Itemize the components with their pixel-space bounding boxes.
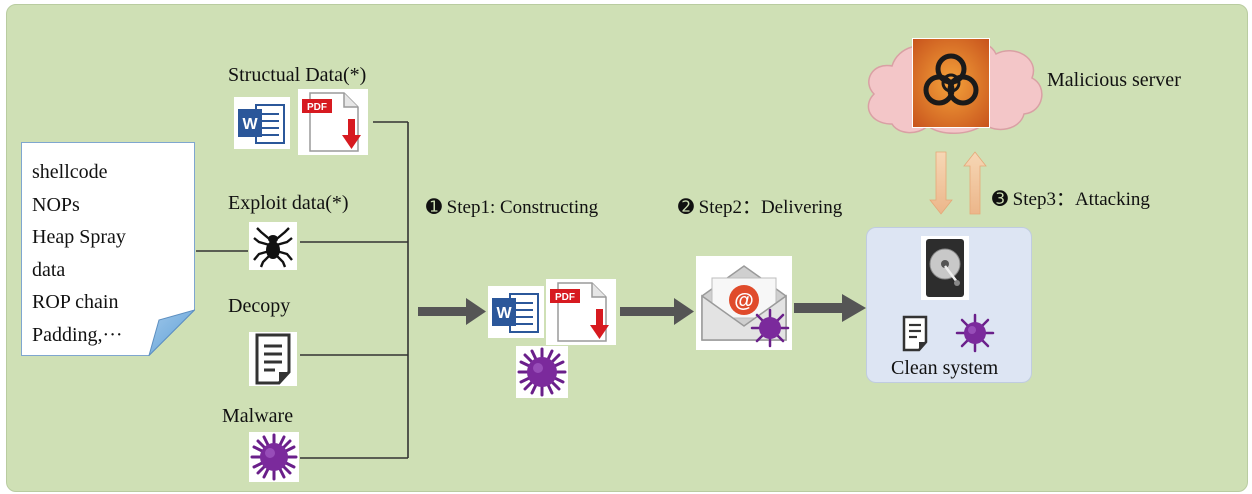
email-icon: @	[696, 256, 792, 350]
svg-text:@: @	[734, 290, 754, 312]
hard-drive-icon	[921, 236, 969, 300]
step3-label: ➌ Step3：Attacking	[992, 190, 1150, 209]
diagram-panel	[6, 4, 1248, 492]
note-line-heap-spray: Heap Spray	[32, 226, 126, 249]
pdf-doc-icon: PDF	[298, 89, 368, 155]
upload-arrow	[963, 151, 987, 215]
step2-label: ➋ Step2：Delivering	[678, 198, 842, 217]
note-lines: shellcode NOPs Heap Spray data ROP chain…	[32, 156, 126, 352]
svg-text:W: W	[242, 116, 258, 133]
document-icon	[249, 332, 297, 386]
structual-data-label: Structual Data(*)	[228, 64, 367, 86]
note-line-nops: NOPs	[32, 193, 80, 216]
svg-text:PDF: PDF	[307, 102, 327, 113]
malware-label: Malware	[222, 405, 294, 427]
word-doc-icon: W	[234, 97, 290, 149]
virus-icon	[249, 432, 299, 482]
step2-number: ➋	[678, 197, 694, 218]
payload-note	[21, 142, 197, 358]
download-arrow	[929, 151, 953, 215]
biohazard-icon	[912, 38, 990, 128]
step3-number: ➌	[992, 189, 1008, 210]
clean-virus-icon	[955, 313, 995, 353]
step2-text: Step2：Delivering	[698, 197, 843, 218]
arrow-to-constructed	[418, 298, 486, 325]
step3-text: Step3：Attacking	[1012, 189, 1150, 210]
clean-system-box	[866, 227, 1032, 383]
note-line-shellcode: shellcode	[32, 161, 108, 183]
svg-text:W: W	[496, 305, 512, 322]
step1-text: Step1: Constructing	[446, 197, 599, 218]
note-line-data: data	[32, 258, 66, 281]
constructed-word-icon: W	[488, 286, 544, 338]
exploit-data-label: Exploit data(*)	[228, 192, 349, 214]
clean-system-label: Clean system	[891, 357, 999, 379]
constructed-pdf-icon: PDF	[546, 279, 616, 345]
clean-document-icon	[902, 315, 928, 352]
note-line-rop-chain: ROP chain	[32, 291, 119, 314]
note-shape	[21, 142, 197, 358]
malicious-server-label: Malicious server	[1047, 69, 1181, 91]
svg-text:PDF: PDF	[555, 292, 575, 303]
note-line-padding: Padding,···	[32, 323, 123, 346]
arrow-to-email	[620, 298, 694, 325]
constructed-virus-icon	[516, 346, 568, 398]
step1-number: ➊	[426, 197, 442, 218]
arrow-to-clean-system	[794, 294, 866, 322]
decopy-label: Decopy	[228, 295, 291, 317]
bug-icon	[249, 222, 297, 270]
step1-label: ➊ Step1: Constructing	[426, 198, 598, 217]
